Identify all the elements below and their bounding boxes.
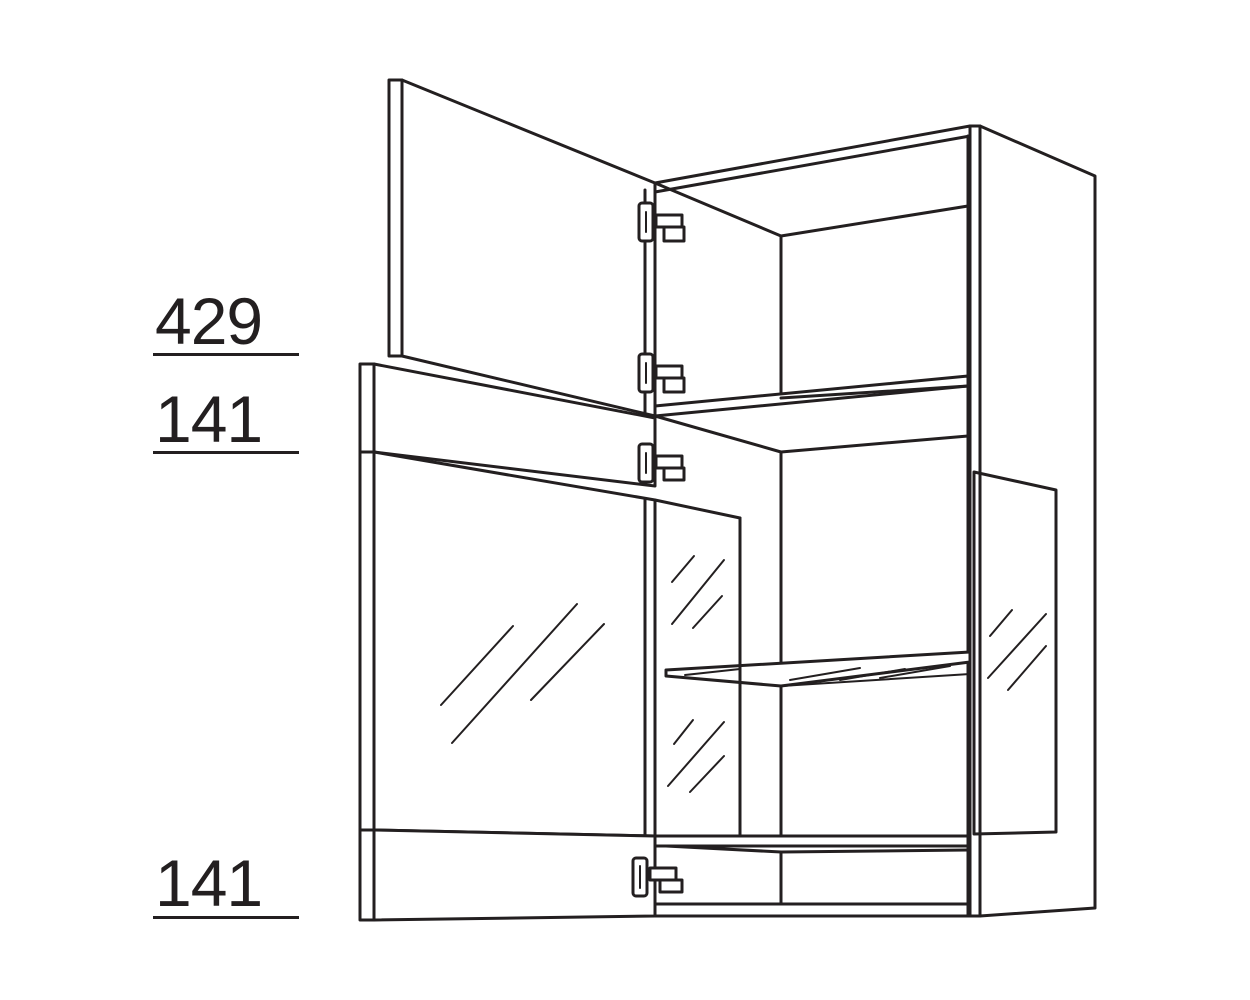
hinge-icon [637,442,686,484]
hinge-icon [637,201,686,243]
dimension-label-bottom: 141 [155,846,263,920]
upper-flap-door [387,78,657,418]
glass-shelf [664,650,972,688]
hinge-icon [637,352,686,394]
dimension-label-middle: 141 [155,382,263,456]
right-glass-door [972,470,1058,836]
cabinet-bottom-compartment [653,834,982,918]
cabinet-interior-upper [653,134,970,908]
bottom-rail-panel [358,828,657,922]
left-glass-door [358,450,742,838]
dimension-label-top: 429 [155,284,263,358]
dimension-line-top [153,353,299,356]
hinge-icon [631,856,684,898]
cabinet-top-panel [653,124,972,194]
cabinet-middle-divider [653,374,970,838]
dimension-line-bottom [153,916,299,919]
dimension-line-middle [153,451,299,454]
